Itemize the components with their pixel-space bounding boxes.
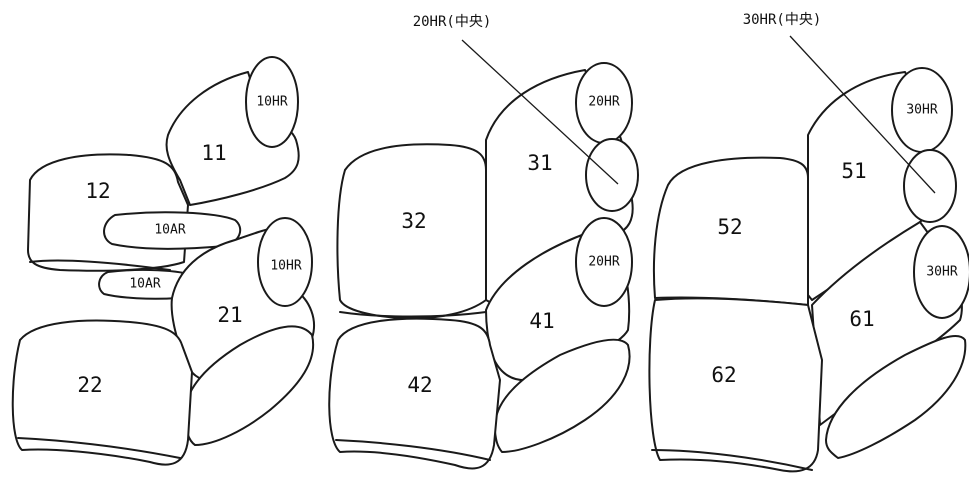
part-10hr-upper-shape — [245, 56, 299, 148]
part-41-flap-shape — [493, 338, 631, 453]
part-20hr-center-shape — [585, 138, 639, 212]
part-30hr-center-shape — [903, 149, 957, 223]
label-42: 42 — [407, 373, 432, 397]
label-12: 12 — [85, 179, 110, 203]
middle-seat-group — [328, 39, 639, 470]
part-62-seam — [651, 449, 813, 471]
label-10hr-upper: 10HR — [256, 95, 287, 110]
part-42-shape — [328, 317, 501, 470]
label-10ar-lower: 10AR — [129, 277, 160, 292]
part-22-shape — [11, 319, 193, 466]
label-30hr-top: 30HR — [906, 103, 937, 118]
part-11-shape — [165, 71, 300, 206]
label-61: 61 — [849, 307, 874, 331]
part-61-flap-shape — [825, 335, 967, 459]
label-52: 52 — [717, 215, 742, 239]
part-10hr-lower-shape — [257, 217, 313, 307]
part-22-seam — [17, 437, 181, 459]
labels: 20HR(中央) 30HR(中央) 10HR 11 12 10AR 10HR 1… — [77, 12, 957, 397]
label-11: 11 — [201, 141, 226, 165]
part-12-seam — [29, 259, 171, 271]
label-30hr-lower: 30HR — [926, 265, 957, 280]
callout-30hr-leader — [789, 35, 936, 194]
label-10ar-upper: 10AR — [154, 223, 185, 238]
part-30hr-lower-shape — [913, 225, 969, 319]
callout-30hr-center-label: 30HR(中央) — [743, 12, 822, 28]
part-32-seam — [339, 311, 487, 318]
label-20hr-lower: 20HR — [588, 255, 619, 270]
callout-20hr-center-label: 20HR(中央) — [413, 14, 492, 30]
part-21-flap-shape — [183, 325, 315, 446]
label-10hr-lower: 10HR — [270, 259, 301, 274]
label-41: 41 — [529, 309, 554, 333]
right-seat-group — [648, 35, 969, 473]
callout-20hr-leader — [461, 39, 619, 185]
part-62-shape — [648, 297, 823, 473]
part-20hr-lower-shape — [575, 217, 633, 307]
label-51: 51 — [841, 159, 866, 183]
label-22: 22 — [77, 373, 102, 397]
label-20hr-top: 20HR — [588, 95, 619, 110]
label-62: 62 — [711, 363, 736, 387]
label-32: 32 — [401, 209, 426, 233]
row1-left-seat-group — [11, 56, 315, 466]
label-31: 31 — [527, 151, 552, 175]
part-42-seam — [335, 439, 491, 461]
label-21: 21 — [217, 303, 242, 327]
